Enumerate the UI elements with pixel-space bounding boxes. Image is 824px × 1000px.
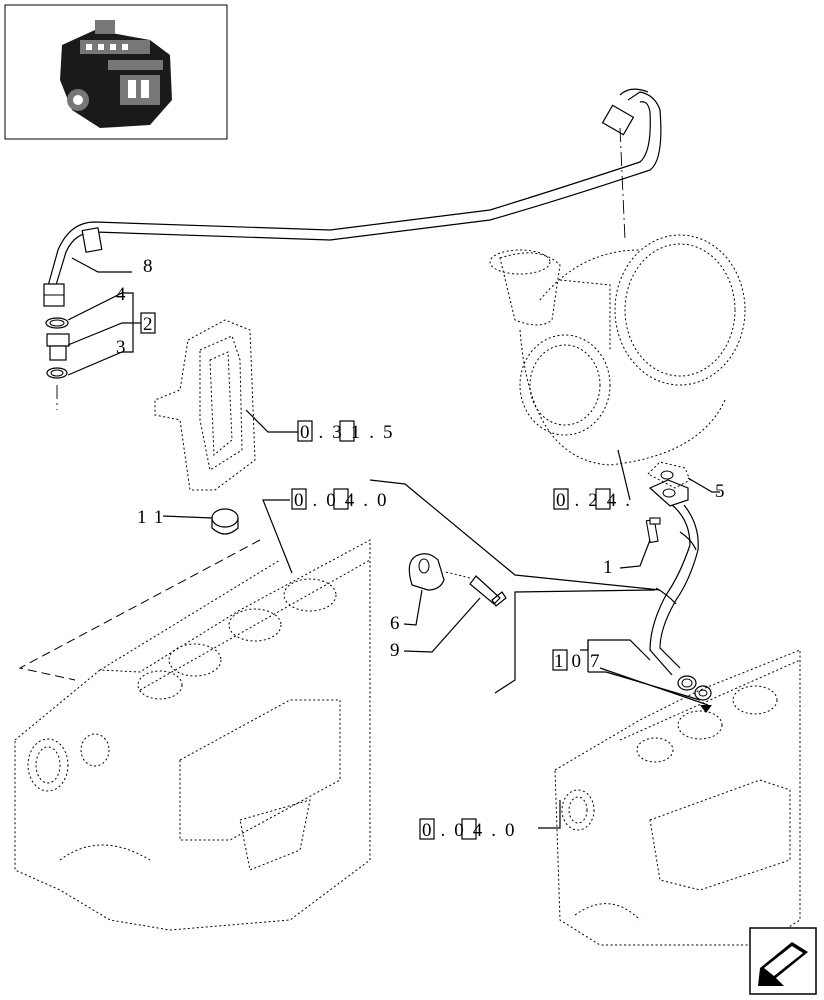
engine-block-right	[554, 649, 801, 946]
filter-housing	[154, 319, 256, 491]
bolt	[645, 517, 661, 544]
leader-lines	[67, 257, 720, 829]
label-9: 9	[390, 640, 400, 661]
turbocharger	[489, 234, 746, 466]
label-11: 11	[137, 507, 171, 528]
drain-pipe	[647, 461, 712, 713]
label-4: 4	[116, 284, 126, 305]
ref-0-24: 0.24.	[556, 490, 639, 511]
label-6: 6	[390, 613, 400, 634]
label-5: 5	[715, 481, 725, 502]
label-8: 8	[143, 256, 153, 277]
pipe-clamp	[408, 553, 471, 591]
ref-0-31-5: 0.31.5	[300, 422, 402, 443]
label-3: 3	[116, 337, 126, 358]
label-2: 2	[143, 314, 153, 335]
label-10: 10	[554, 651, 589, 672]
oil-feed-pipe	[43, 88, 662, 307]
adapter-group	[45, 317, 70, 410]
clamp-bolt	[469, 575, 507, 607]
ref-0-04-0-top: 0.04.0	[294, 490, 396, 511]
engine-thumbnail[interactable]	[4, 4, 228, 140]
plug	[211, 508, 239, 535]
next-page-arrow-icon[interactable]	[749, 927, 817, 995]
label-7: 7	[590, 651, 600, 672]
engine-block-left	[14, 539, 371, 931]
label-1: 1	[603, 557, 613, 578]
ref-0-04-0-bottom: 0.04.0	[422, 820, 524, 841]
